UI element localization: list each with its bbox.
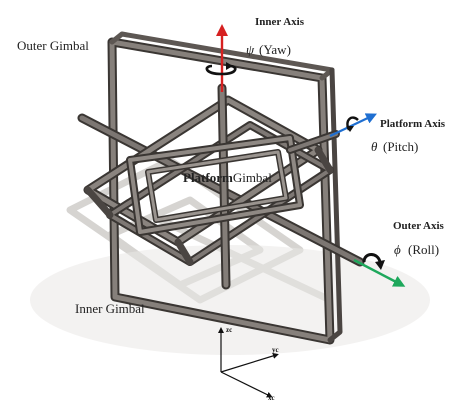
gimbal-word: Gimbal [232, 170, 272, 185]
y-axis-label: yc [272, 346, 279, 354]
outer-axis-label: Outer Axis [393, 220, 444, 232]
z-axis-label: zc [226, 326, 233, 334]
roll-text: (Roll) [408, 242, 440, 257]
yaw-axis-arrow [205, 24, 237, 92]
outer-gimbal-label: Outer Gimbal [17, 38, 89, 53]
coordinate-frame [218, 327, 279, 398]
yaw-symbol: ψ [246, 42, 255, 57]
pitch-axis-arrow [329, 113, 377, 137]
x-axis-label: xc [268, 394, 275, 402]
pitch-text: (Pitch) [383, 139, 419, 154]
roll-symbol: ϕ [394, 242, 401, 257]
inner-axis-label: Inner Axis [255, 16, 305, 28]
platform-gimbal-label: PlatformGimbal [183, 171, 272, 184]
platform-axis-shaft [286, 130, 340, 154]
roll-axis-arrow [353, 253, 406, 287]
yaw-text: (Yaw) [259, 42, 291, 57]
inner-axis-shaft [217, 83, 231, 290]
platform-gimbal-frame [126, 134, 304, 236]
inner-gimbal-label: Inner Gimbal [75, 301, 145, 316]
inner-gimbal-frame [83, 95, 334, 266]
pitch-symbol: θ [371, 139, 378, 154]
platform-axis-label: Platform Axis [380, 118, 446, 130]
platform-word: Platform [183, 170, 233, 185]
